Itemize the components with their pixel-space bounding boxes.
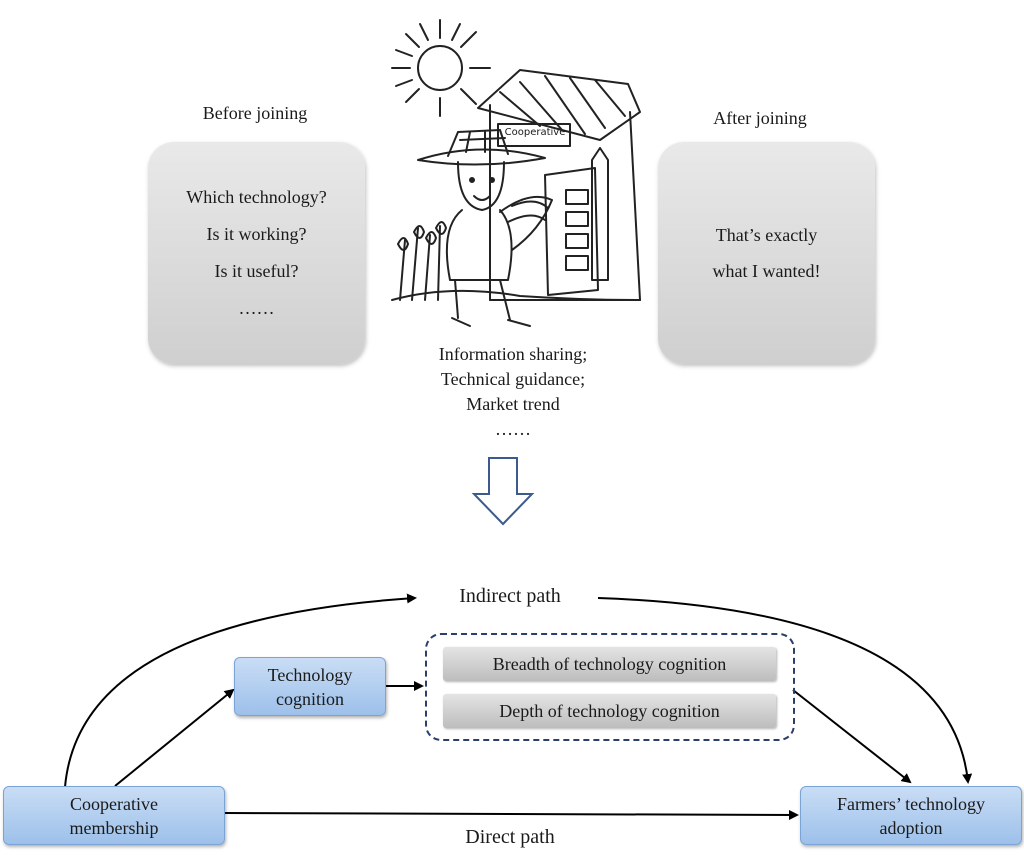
after-joining-bubble: That’s exactly what I wanted!: [658, 142, 875, 364]
dimensions-to-adoption-arrow: [792, 689, 912, 784]
benefit-item: Technical guidance;: [440, 369, 586, 389]
box-line: membership: [69, 817, 159, 838]
cooperative-shop: [477, 69, 641, 301]
shop-sign: Cooperative: [504, 127, 566, 138]
before-joining-title: Before joining: [202, 103, 308, 123]
technology-adoption-box: Farmers’ technology adoption: [800, 786, 1022, 845]
cooperative-membership-box: Cooperative membership: [3, 786, 225, 845]
question-line: Which technology?: [186, 187, 327, 207]
box-line: adoption: [879, 817, 943, 838]
ellipsis: ……: [238, 298, 275, 318]
cognition-dimensions-group: [425, 633, 795, 741]
box-line: Technology: [267, 664, 353, 685]
benefit-item: Information sharing;: [438, 344, 588, 364]
box-line: cognition: [276, 688, 344, 709]
after-joining-title: After joining: [713, 108, 807, 128]
question-line: Is it useful?: [214, 261, 299, 281]
direct-path-label: Direct path: [465, 826, 555, 848]
ellipsis: ……: [495, 419, 531, 439]
breadth-of-cognition-bar: Breadth of technology cognition: [443, 647, 776, 681]
before-joining-bubble: Which technology? Is it working? Is it u…: [148, 142, 365, 364]
answer-line: what I wanted!: [712, 261, 821, 281]
box-line: Cooperative: [70, 793, 158, 814]
depth-of-cognition-bar: Depth of technology cognition: [443, 694, 776, 728]
question-line: Is it working?: [206, 224, 307, 244]
sun-icon: [391, 19, 491, 117]
technology-cognition-box: Technology cognition: [234, 657, 386, 716]
benefits-list: Information sharing; Technical guidance;…: [393, 342, 633, 442]
indirect-path-label: Indirect path: [459, 585, 561, 607]
box-line: Farmers’ technology: [836, 793, 986, 814]
membership-to-cognition-arrow: [114, 688, 235, 787]
direct-path-arrow: [223, 809, 799, 820]
benefit-item: Market trend: [466, 394, 560, 414]
answer-line: That’s exactly: [715, 225, 818, 245]
